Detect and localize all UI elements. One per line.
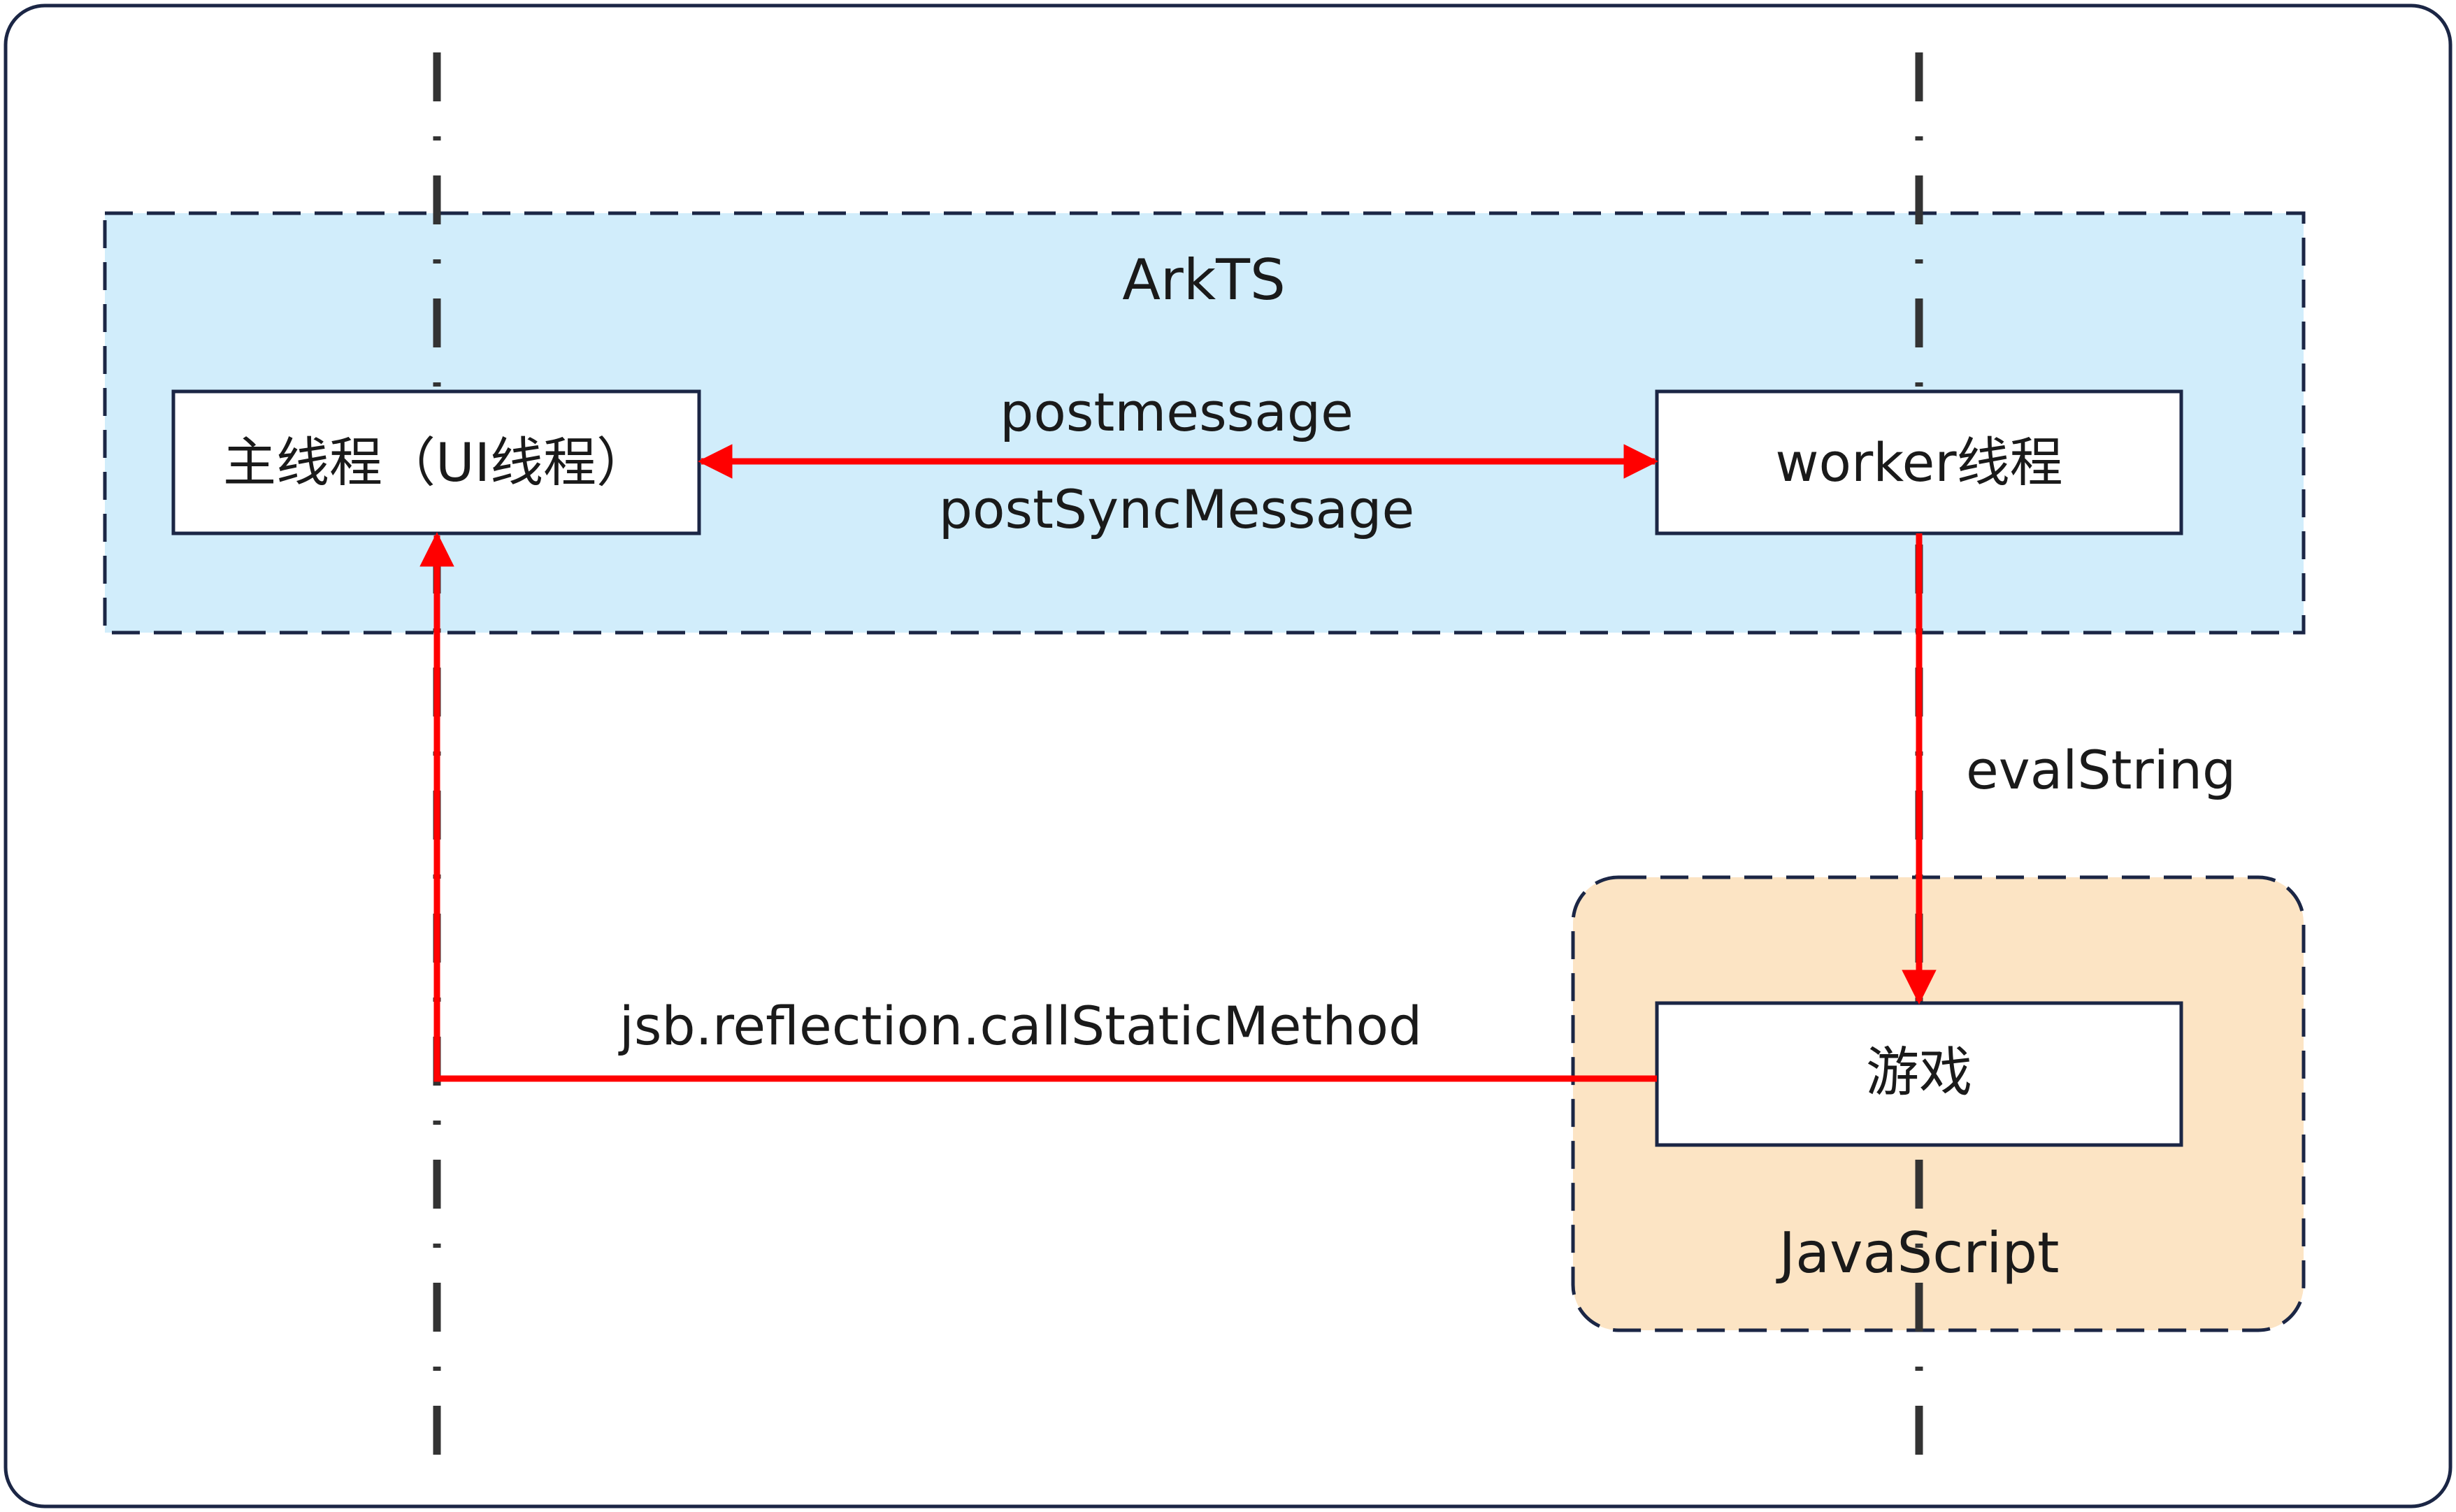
arkts-region-label: ArkTS bbox=[1122, 247, 1286, 312]
worker-thread-label: worker线程 bbox=[1775, 431, 2062, 494]
main-thread-label: 主线程（UI线程） bbox=[223, 431, 649, 494]
evalstring-label: evalString bbox=[1966, 739, 2236, 801]
postmessage-label: postmessage bbox=[1000, 381, 1353, 443]
game-box bbox=[1655, 1001, 2183, 1147]
callstaticmethod-label: jsb.reflection.callStaticMethod bbox=[618, 995, 1423, 1057]
game-label: 游戏 bbox=[1866, 1041, 1972, 1103]
game-main-arrow bbox=[419, 532, 1657, 1082]
postsyncmessage-label: postSyncMessage bbox=[939, 478, 1414, 540]
javascript-region-label: JavaScript bbox=[1775, 1221, 2059, 1286]
worker-thread-box bbox=[1655, 389, 2183, 535]
